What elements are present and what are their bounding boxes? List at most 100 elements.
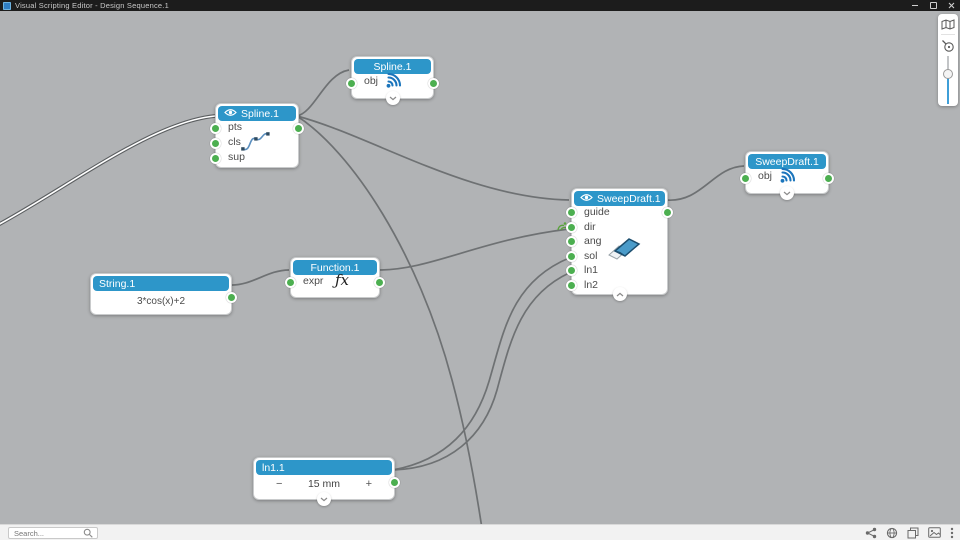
input-port-sup[interactable] — [210, 153, 221, 164]
length-value-field[interactable]: 15 mm — [307, 478, 341, 490]
port-label-sol: sol — [584, 249, 598, 262]
node-title: SweepDraft.1 — [597, 192, 661, 205]
node-string[interactable]: String.1 3*cos(x)+2 — [90, 273, 237, 315]
output-port[interactable] — [389, 477, 400, 488]
node-sweepdraft-center[interactable]: SweepDraft.1 guide dir ang sol ln1 ln2 — [557, 188, 673, 301]
wire-splineleft-to-offscreen[interactable] — [296, 115, 485, 540]
zoom-fit-button[interactable] — [941, 39, 955, 53]
input-port-obj[interactable] — [740, 173, 751, 184]
input-port-cls[interactable] — [210, 138, 221, 149]
wire-splineleft-to-splinetop[interactable] — [296, 69, 350, 117]
share-icon — [865, 527, 877, 538]
zoom-slider-knob[interactable] — [943, 69, 953, 79]
input-port-obj[interactable] — [346, 77, 357, 89]
input-port-ln1[interactable] — [566, 265, 577, 276]
eye-icon[interactable] — [224, 108, 237, 120]
zoom-fit-icon — [942, 40, 954, 52]
node-spline-top[interactable]: Spline.1 obj — [346, 56, 439, 105]
wire-splineleft-to-guide[interactable] — [296, 115, 570, 201]
wire-function-to-ang[interactable] — [377, 228, 570, 271]
duplicate-window-button[interactable] — [907, 527, 919, 539]
output-port[interactable] — [374, 277, 385, 288]
output-port[interactable] — [823, 173, 834, 184]
input-port-guide[interactable] — [566, 207, 577, 218]
port-label-obj: obj — [758, 170, 773, 182]
minimap-icon — [941, 19, 955, 30]
node-title: Spline.1 — [373, 60, 412, 73]
input-port-ln2[interactable] — [566, 279, 577, 291]
maximize-button[interactable] — [924, 0, 942, 11]
eye-icon[interactable] — [580, 193, 593, 205]
collapse-button[interactable] — [385, 91, 400, 105]
more-options-button[interactable] — [950, 527, 954, 539]
wire-string-to-function[interactable] — [229, 269, 290, 286]
chevron-down-icon — [389, 96, 396, 100]
node-title: SweepDraft.1 — [755, 155, 819, 168]
output-port[interactable] — [662, 207, 673, 218]
zoom-slider[interactable] — [938, 56, 958, 106]
decrement-button[interactable]: − — [276, 478, 283, 490]
input-port-sol[interactable] — [566, 250, 577, 262]
node-title: Function.1 — [310, 261, 360, 274]
port-label-ang: ang — [584, 235, 602, 247]
collapse-button[interactable] — [317, 492, 331, 506]
port-label-cls: cls — [228, 136, 241, 148]
node-title: Spline.1 — [241, 107, 279, 120]
close-button[interactable] — [942, 0, 960, 11]
image-export-button[interactable] — [928, 527, 941, 538]
minimize-icon — [912, 5, 918, 6]
window-title: Visual Scripting Editor - Design Sequenc… — [15, 1, 169, 10]
wire-ln1-to-ln2port[interactable] — [392, 272, 570, 471]
close-icon — [948, 2, 954, 9]
port-hint-icon — [556, 219, 569, 237]
node-ln1[interactable]: ln1.1 − 15 mm + — [253, 457, 400, 506]
chevron-up-icon — [616, 292, 623, 296]
fx-icon: ƒx — [335, 271, 350, 289]
share-button[interactable] — [865, 527, 877, 539]
input-port-pts[interactable] — [210, 123, 221, 134]
kebab-menu-icon — [950, 527, 954, 538]
port-label-pts: pts — [228, 121, 243, 133]
increment-button[interactable]: + — [365, 478, 372, 490]
node-spline-left[interactable]: Spline.1 pts cls sup — [210, 103, 304, 168]
output-port[interactable] — [226, 292, 237, 303]
output-port[interactable] — [428, 77, 439, 89]
port-label-expr: expr — [303, 275, 324, 287]
input-port-expr[interactable] — [285, 277, 296, 288]
globe-icon — [886, 527, 898, 538]
zoom-slider-track-lower[interactable] — [947, 78, 949, 104]
input-port-dir[interactable] — [566, 221, 577, 233]
node-sweepdraft-right[interactable]: SweepDraft.1 obj — [740, 151, 834, 200]
maximize-icon — [929, 2, 937, 9]
collapse-button[interactable] — [612, 287, 627, 301]
output-port[interactable] — [293, 123, 304, 134]
port-label-guide: guide — [584, 206, 610, 218]
input-port-ang[interactable] — [566, 236, 577, 247]
node-function[interactable]: Function.1 expr ƒx — [285, 257, 385, 298]
app-icon — [3, 1, 11, 10]
search-icon — [83, 528, 93, 538]
port-label-dir: dir — [584, 220, 596, 233]
spline-curve-icon — [238, 128, 272, 159]
minimap-button[interactable] — [941, 19, 955, 30]
node-canvas[interactable]: Spline.1 obj Spline.1 pts cls sup — [0, 11, 960, 540]
search-input[interactable] — [9, 528, 83, 538]
spline-signal-icon — [779, 167, 799, 189]
string-value-field[interactable]: 3*cos(x)+2 — [136, 296, 186, 307]
wire-layer — [0, 69, 745, 540]
image-icon — [928, 527, 941, 538]
wire-center-to-right[interactable] — [665, 165, 745, 201]
node-title: String.1 — [99, 277, 136, 290]
chevron-down-icon — [320, 497, 328, 501]
wire-ln1-to-ln1port[interactable] — [392, 257, 570, 471]
title-bar: Visual Scripting Editor - Design Sequenc… — [0, 0, 960, 11]
wire-offscreen-to-pts[interactable] — [0, 114, 216, 226]
minimize-button[interactable] — [906, 0, 924, 11]
globe-button[interactable] — [886, 527, 898, 539]
collapse-button[interactable] — [780, 186, 794, 200]
zoom-slider-track-upper[interactable] — [947, 56, 949, 72]
search-box[interactable] — [8, 527, 98, 539]
node-title: ln1.1 — [262, 461, 285, 474]
port-label-ln1: ln1 — [584, 264, 599, 276]
panel-divider — [941, 34, 955, 35]
